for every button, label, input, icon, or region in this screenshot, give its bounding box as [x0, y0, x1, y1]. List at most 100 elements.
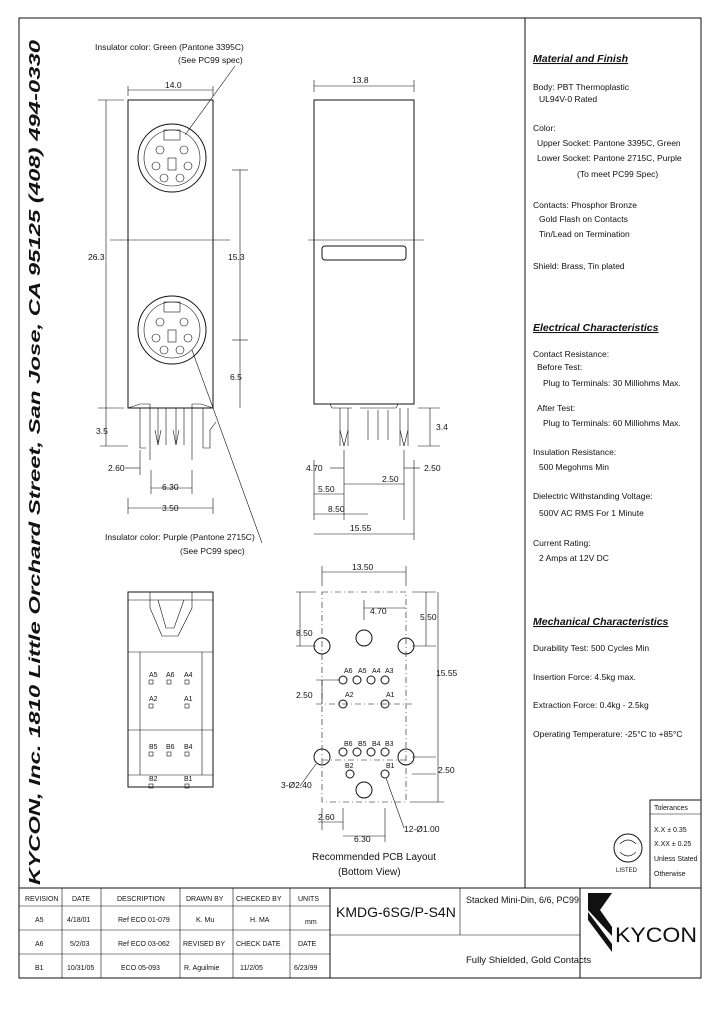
dim-front-pin-length: 3.5 [96, 426, 108, 436]
material-line: Body: PBT Thermoplastic [533, 82, 630, 92]
electrical-line: 2 Amps at 12V DC [539, 553, 609, 563]
pcb-dim-250-left: 2.50 [296, 690, 313, 700]
tolerances-box: Tolerances X.X ± 0.35 X.XX ± 0.25 Unless… [649, 799, 702, 889]
electrical-title: Electrical Characteristics [533, 322, 659, 334]
cert-mark-text: LISTED [616, 868, 638, 874]
pcb-dim-1350: 13.50 [352, 562, 374, 572]
logo-text: KYCON [615, 924, 697, 947]
tolerance-line: Otherwise [654, 871, 686, 878]
rev-cell: 10/31/05 [67, 965, 94, 972]
sheet-border [18, 17, 702, 979]
rev-cell: Ref ECO 03-062 [118, 941, 170, 948]
dim-front-height: 26.3 [88, 252, 105, 262]
rev-cell: B1 [35, 965, 44, 972]
rev-cell: ECO 05-093 [121, 965, 160, 972]
electrical-line: 500V AC RMS For 1 Minute [539, 508, 644, 518]
pcb-dim-550: 5.50 [420, 612, 437, 622]
tolerances-title: Tolerances [654, 805, 688, 812]
bottom-view: A5 A6 A4 A2 A1 B5 B6 B4 B2 B1 [127, 591, 214, 789]
electrical-line: Plug to Terminals: 60 Milliohms Max. [543, 418, 681, 428]
pcb-caption: Recommended PCB Layout [312, 852, 436, 863]
pcb-pin-b2: B2 [345, 763, 354, 770]
bottom-pin-b4: B4 [184, 744, 193, 751]
dim-side-pin-length: 3.4 [436, 422, 448, 432]
rev-header: DESCRIPTION [117, 896, 165, 903]
pcb-pin-b6: B6 [344, 741, 353, 748]
rev-header: UNITS [298, 896, 319, 903]
title-block: REVISION DATE DESCRIPTION DRAWN BY CHECK… [19, 887, 701, 978]
rev-header: DRAWN BY [186, 896, 224, 903]
pcb-pin-a1: A1 [386, 692, 395, 699]
dim-side-470: 4.70 [306, 463, 323, 473]
material-line: Tin/Lead on Termination [539, 229, 630, 239]
description-line-2: Fully Shielded, Gold Contacts [466, 955, 591, 966]
material-section: Material and Finish Body: PBT Thermoplas… [533, 53, 682, 271]
front-view-dimensions: 14.0 26.3 15.3 6.5 3.5 2.60 6.30 3.50 [88, 80, 248, 514]
insulator-notes: Insulator color: Green (Pantone 3395C) (… [95, 42, 263, 556]
electrical-line: Plug to Terminals: 30 Milliohms Max. [543, 378, 681, 388]
pcb-pin-a4: A4 [372, 668, 381, 675]
electrical-line: 500 Megohms Min [539, 462, 609, 472]
tolerance-line: X.X ± 0.35 [654, 827, 687, 834]
electrical-section: Electrical Characteristics Contact Resis… [533, 322, 681, 563]
pcb-dim-260: 2.60 [318, 812, 335, 822]
bottom-pin-a6: A6 [166, 672, 175, 679]
electrical-line: Dielectric Withstanding Voltage: [533, 491, 653, 501]
material-line: Shield: Brass, Tin plated [533, 261, 625, 271]
bottom-pin-b2: B2 [149, 776, 158, 783]
pcb-dim-small-holes: 12-Ø1.00 [404, 824, 440, 834]
bottom-pin-b1: B1 [184, 776, 193, 783]
dim-side-850: 8.50 [328, 504, 345, 514]
bottom-pin-a4: A4 [184, 672, 193, 679]
tolerance-line: X.XX ± 0.25 [654, 841, 691, 848]
rev-cell: 6/23/99 [294, 965, 317, 972]
insulator-top-note-1: Insulator color: Green (Pantone 3395C) [95, 42, 244, 52]
rev-cell: 11/2/05 [240, 965, 263, 972]
rev-cell: CHECK DATE [236, 941, 281, 948]
mechanical-line: Insertion Force: 4.5kg max. [533, 672, 636, 682]
rev-cell: H. MA [250, 917, 270, 924]
pcb-dim-630: 6.30 [354, 834, 371, 844]
dim-front-pitch: 15.3 [228, 252, 245, 262]
description-line-1: Stacked Mini-Din, 6/6, PC99 [466, 895, 579, 905]
rev-cell: R. Aguilmie [184, 965, 220, 972]
material-line: UL94V-0 Rated [539, 94, 597, 104]
material-line: Gold Flash on Contacts [539, 214, 628, 224]
rev-cell: A5 [35, 917, 44, 924]
insulator-bottom-note-1: Insulator color: Purple (Pantone 2715C) [105, 532, 255, 542]
bottom-pin-a2: A2 [149, 696, 158, 703]
dim-front-1350: 3.50 [162, 503, 179, 513]
pcb-pin-a5: A5 [358, 668, 367, 675]
rev-cell: 4/18/01 [67, 917, 90, 924]
dim-side-250-right: 2.50 [424, 463, 441, 473]
pcb-pin-a6: A6 [344, 668, 353, 675]
material-line: Upper Socket: Pantone 3395C, Green [537, 138, 681, 148]
rev-cell: K. Mu [196, 917, 214, 924]
kycon-logo: KYCON [588, 893, 697, 952]
dim-front-630: 6.30 [162, 482, 179, 492]
cert-mark: LISTED [613, 833, 643, 874]
electrical-line: After Test: [537, 403, 575, 413]
pcb-pin-b4: B4 [372, 741, 381, 748]
rev-cell: Ref ECO 01-079 [118, 917, 170, 924]
rev-header: CHECKED BY [236, 896, 282, 903]
bottom-pin-b6: B6 [166, 744, 175, 751]
company-address-vertical: KYCON, Inc. 1810 Little Orchard Street, … [27, 39, 44, 885]
side-view [308, 99, 424, 447]
electrical-line: Contact Resistance: [533, 349, 609, 359]
front-view [110, 99, 230, 460]
dim-front-260: 2.60 [108, 463, 125, 473]
mechanical-section: Mechanical Characteristics Durability Te… [533, 616, 683, 739]
electrical-line: Insulation Resistance: [533, 447, 616, 457]
pcb-dim-470: 4.70 [370, 606, 387, 616]
pcb-pin-a3: A3 [385, 668, 394, 675]
rev-cell: A6 [35, 941, 44, 948]
pcb-layout-dimensions: 13.50 4.70 5.50 8.50 15.55 2.50 2.50 3-Ø… [281, 562, 458, 878]
dim-side-1555: 15.55 [350, 523, 372, 533]
pcb-pin-a2: A2 [345, 692, 354, 699]
part-number: KMDG-6SG/P-S4N [336, 904, 456, 920]
pcb-dim-250-right: 2.50 [438, 765, 455, 775]
dim-side-width: 13.8 [352, 75, 369, 85]
rev-cell: REVISED BY [183, 941, 225, 948]
